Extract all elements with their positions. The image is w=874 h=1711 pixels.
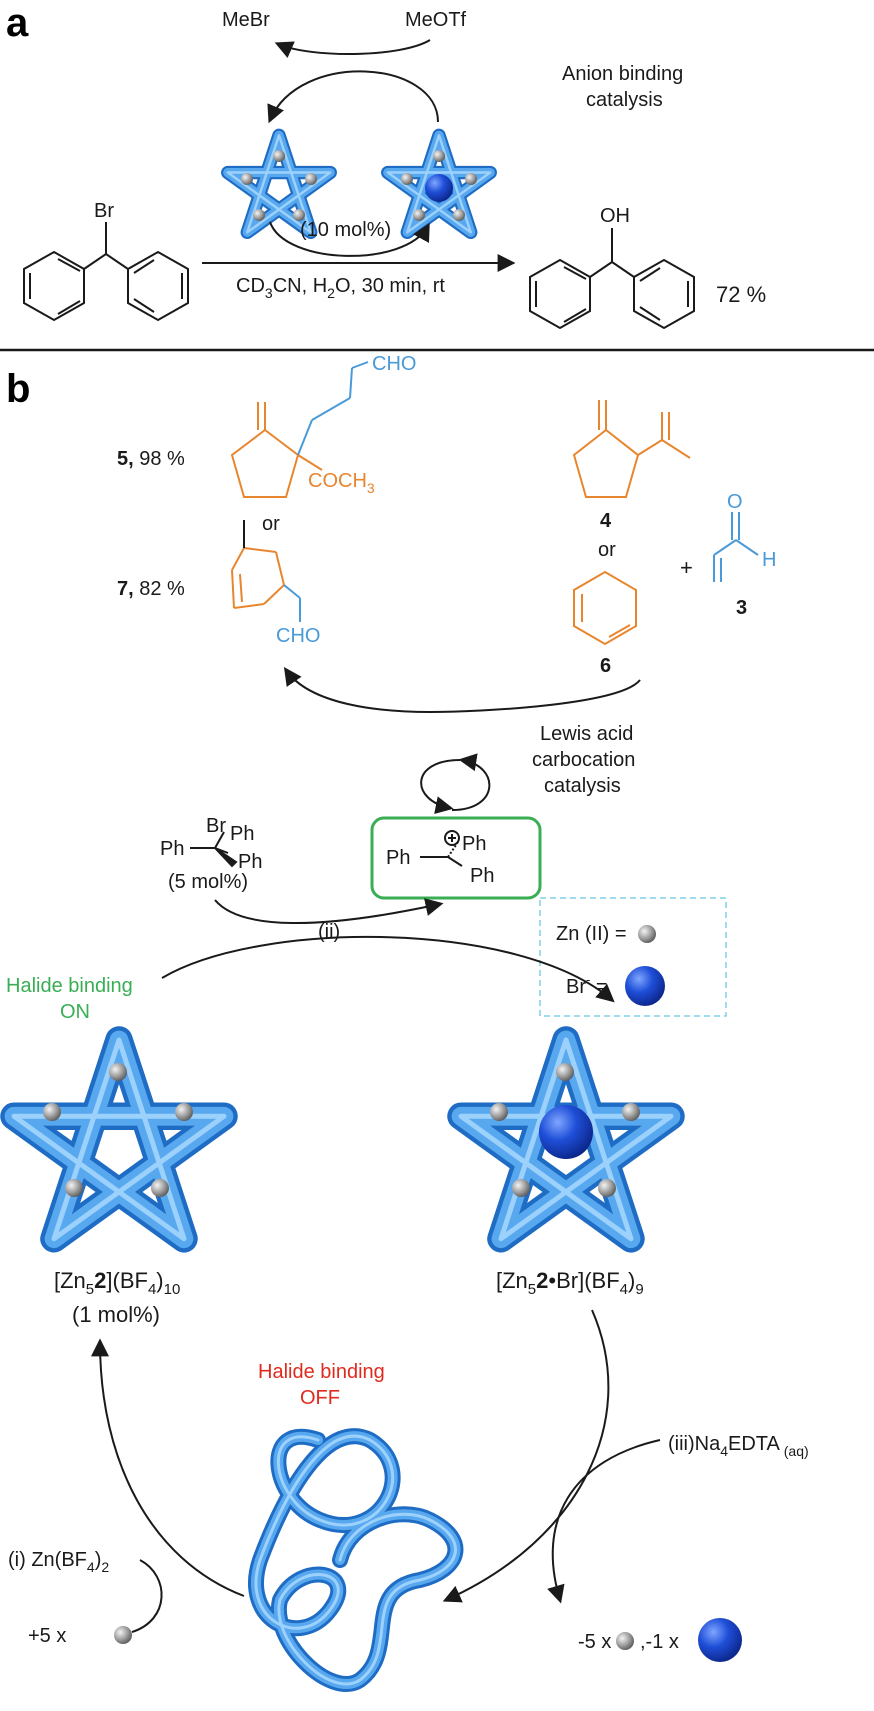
cation-ph-top: Ph — [462, 833, 486, 855]
halide-on-line2: ON — [60, 1001, 90, 1023]
small-knot-bromide — [388, 135, 490, 232]
add-arrow — [131, 1559, 163, 1633]
or-left: or — [262, 513, 280, 535]
product7-label: 7, 82 % — [117, 578, 185, 600]
or-right: or — [598, 539, 616, 561]
product-oh: OH — [600, 205, 630, 227]
product5-acyl: COCH3 — [308, 470, 375, 496]
zn-sphere-icon — [638, 925, 656, 943]
compound-6-label: 6 — [600, 655, 611, 677]
cycle-arrow-lower — [269, 221, 430, 257]
structure-product-5 — [230, 361, 369, 498]
structure-compound-3 — [713, 512, 759, 582]
panel-b-letter: b — [6, 367, 30, 411]
trityl-ph2: Ph — [160, 838, 184, 860]
anion-binding-line2: catalysis — [586, 89, 663, 111]
catalyst-loading-a: (10 mol%) — [300, 219, 391, 241]
remove-br: ,-1 x — [640, 1631, 679, 1653]
product7-cho: CHO — [276, 625, 320, 647]
reagent-mebr: MeBr — [222, 9, 270, 31]
products-arrow — [283, 667, 641, 714]
panel-a-letter: a — [6, 1, 29, 45]
tangled-knot-off — [248, 1428, 464, 1692]
product5-cho: CHO — [372, 353, 416, 375]
structure-product-7 — [231, 520, 301, 622]
demetallation-arrow — [442, 1309, 610, 1603]
structure-trityl-bromide — [190, 831, 238, 868]
step-ii: (ii) — [318, 921, 340, 943]
compound-4-label: 4 — [600, 510, 612, 532]
remove-zn: -5 x — [578, 1631, 611, 1653]
plus-sign: + — [680, 555, 693, 580]
legend-br-label: Br- = — [566, 972, 608, 998]
trityl-cation-box — [370, 816, 542, 900]
step-iii: (iii)Na4EDTA (aq) — [668, 1433, 809, 1459]
halide-on-line1: Halide binding — [6, 975, 133, 997]
anion-binding-line1: Anion binding — [562, 63, 683, 85]
substrate-br: Br — [94, 200, 114, 222]
structure-compound-6 — [573, 570, 637, 646]
legend-zn-label: Zn (II) = — [556, 923, 627, 945]
acrolein-h: H — [762, 549, 776, 571]
cation-ph-bottom: Ph — [470, 865, 494, 887]
large-knot-empty — [14, 1040, 224, 1239]
trityl-ph3: Ph — [238, 851, 262, 873]
cycle-arrow-down — [267, 70, 439, 124]
catalytic-cycle-circle-right — [451, 753, 491, 811]
structure-diphenylmethanol — [529, 228, 695, 330]
knot-left-formula: [Zn52](BF4)10 — [54, 1268, 180, 1298]
trityl-loading: (5 mol%) — [168, 871, 248, 893]
trityl-ph1: Ph — [230, 823, 254, 845]
metallation-arrow — [91, 1338, 245, 1597]
product-yield-a: 72 % — [716, 282, 766, 307]
product5-label: 5, 98 % — [117, 448, 185, 470]
knot-right-formula: [Zn52•Br](BF4)9 — [496, 1268, 644, 1298]
large-knot-bromide — [461, 1040, 671, 1239]
acrolein-o: O — [727, 491, 743, 513]
activation-arrow — [214, 898, 444, 924]
conditions-a: CD3CN, H2O, 30 min, rt — [236, 275, 445, 301]
trityl-br: Br — [206, 815, 226, 837]
remove-arrow — [547, 1439, 661, 1604]
halide-off-line1: Halide binding — [258, 1361, 385, 1383]
halide-off-line2: OFF — [300, 1387, 340, 1409]
step-i: (i) Zn(BF4)2 — [8, 1549, 109, 1575]
structure-compound-4 — [572, 400, 691, 498]
add-zn: +5 x — [28, 1625, 66, 1647]
compound-3-label: 3 — [736, 597, 747, 619]
lewis-acid-line2: carbocation — [532, 749, 635, 771]
structure-trityl-cation — [420, 830, 463, 867]
add-zn-sphere-icon — [114, 1626, 132, 1644]
top-cycle-arrow — [274, 39, 431, 59]
br-sphere-icon — [625, 966, 665, 1006]
remove-zn-sphere-icon — [616, 1632, 634, 1650]
remove-br-sphere-icon — [698, 1618, 742, 1662]
binding-arrow — [161, 935, 615, 1003]
reagent-meotf: MeOTf — [405, 9, 467, 31]
catalytic-cycle-circle-left — [420, 759, 461, 814]
lewis-acid-line3: catalysis — [544, 775, 621, 797]
small-knot-empty — [228, 135, 330, 232]
knot-left-loading: (1 mol%) — [72, 1302, 160, 1327]
lewis-acid-line1: Lewis acid — [540, 723, 633, 745]
structure-bromodiphenylmethane — [23, 222, 189, 322]
cation-ph-left: Ph — [386, 847, 410, 869]
legend-box — [539, 897, 727, 1017]
